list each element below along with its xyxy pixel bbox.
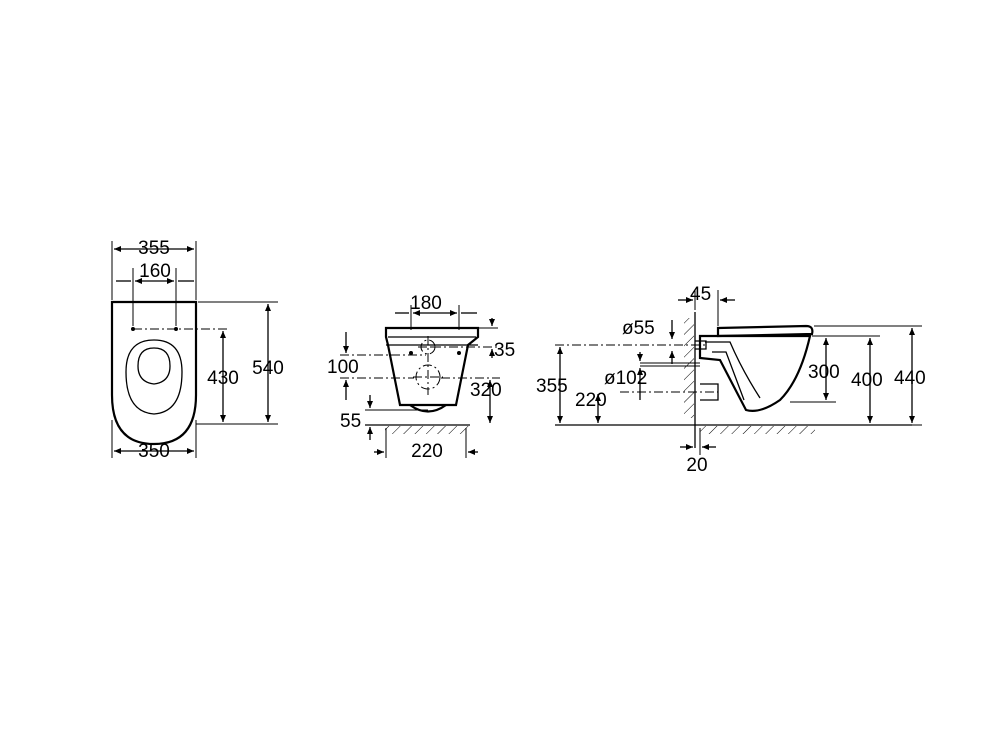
back-view: 180 35 100 320 55 220 — [327, 293, 515, 462]
dim-upper-offset: 35 — [494, 340, 515, 361]
dim-floor-width: 220 — [411, 441, 443, 462]
dim-wall-offset-top: 45 — [690, 284, 711, 305]
dim-total-height: 440 — [894, 368, 926, 389]
dim-inlet-diameter: ø55 — [622, 318, 655, 339]
bowl-body — [698, 334, 812, 412]
dim-outlet-diameter: ø102 — [604, 368, 647, 389]
dim-inlet-height: 355 — [536, 376, 568, 397]
dim-rim-lower: 300 — [808, 362, 840, 383]
dim-fixing-height: 430 — [207, 368, 239, 389]
seat-inner-outline — [125, 339, 183, 415]
back-outline — [384, 326, 480, 407]
trap-outline — [705, 341, 761, 401]
inlet-pipe — [695, 340, 707, 350]
dim-vertical-spacing: 100 — [327, 357, 359, 378]
side-view: 45 ø55 ø102 355 220 300 400 440 20 — [536, 284, 926, 476]
dim-wall-offset-bottom: 20 — [686, 455, 707, 476]
front-view: 355 160 350 430 540 — [110, 238, 284, 462]
dim-top-width: 355 — [138, 238, 170, 259]
dim-floor-clearance: 55 — [340, 411, 361, 432]
seat-lid — [716, 324, 814, 338]
dim-fixing-spacing: 160 — [139, 261, 171, 282]
bowl-outline — [110, 300, 198, 446]
dim-bottom-width: 350 — [138, 441, 170, 462]
outlet-bump — [409, 404, 447, 413]
dim-connection-spacing: 180 — [410, 293, 442, 314]
dim-outlet-height-side: 220 — [575, 390, 607, 411]
dim-outlet-height: 320 — [470, 380, 502, 401]
back-fixing-right — [457, 351, 461, 355]
back-fixing-left — [409, 351, 413, 355]
dim-total-depth: 540 — [252, 358, 284, 379]
dim-rim-height: 400 — [851, 370, 883, 391]
seat-opening-outline — [137, 347, 171, 385]
